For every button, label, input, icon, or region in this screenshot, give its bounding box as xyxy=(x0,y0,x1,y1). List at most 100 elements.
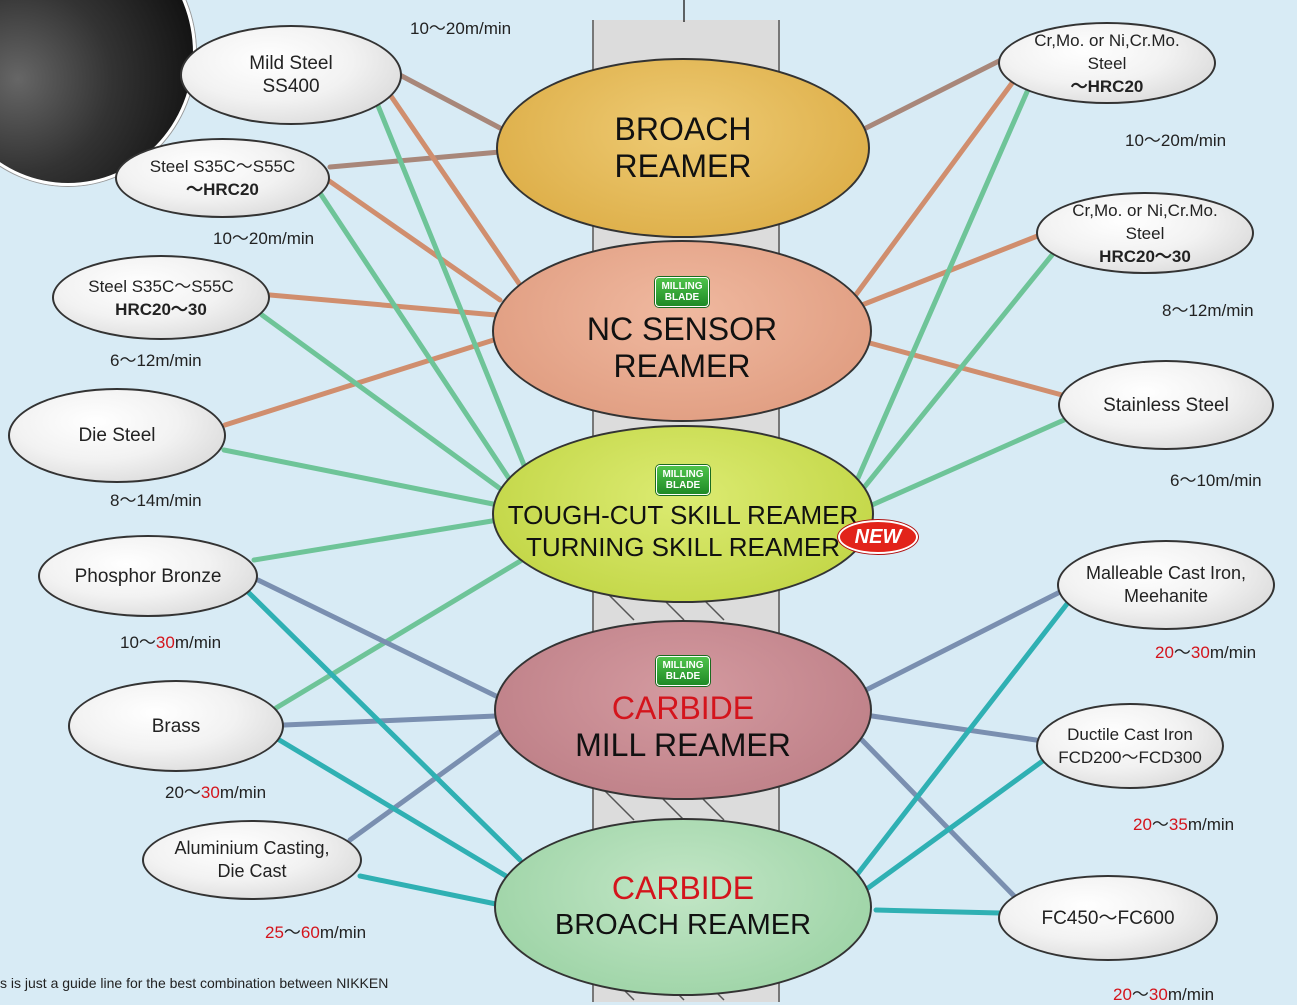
mat-text: Ductile Cast Iron xyxy=(1067,725,1193,744)
shaft-top-tick xyxy=(683,0,685,22)
line-stainless-tough xyxy=(869,417,1067,508)
line-ductile-mill xyxy=(869,713,1039,743)
badge-text-1: MILLING xyxy=(662,660,704,671)
line-crmob-tough xyxy=(859,252,1055,493)
speed-crmo-hrc20-30: 8〜12m/min xyxy=(1162,301,1254,320)
speed-part: 30 xyxy=(155,633,175,652)
tool-nc-l2: REAMER xyxy=(613,348,751,384)
mat-text: 〜HRC20 xyxy=(186,180,259,199)
line-fc450-mill xyxy=(859,737,1021,903)
tool-mill-l1: CARBIDE xyxy=(611,690,755,726)
line-s35ca-broach xyxy=(327,149,503,170)
tool-broach-l1: BROACH xyxy=(614,111,752,147)
speed-fc450: 20〜30m/min xyxy=(1113,980,1214,1005)
mat-text: Stainless Steel xyxy=(1103,394,1229,416)
line-s35cb-nc xyxy=(267,292,499,318)
mat-text: FCD200〜FCD300 xyxy=(1058,748,1202,767)
line-brass-mill xyxy=(281,713,499,728)
speed-part: m/min xyxy=(1167,985,1215,1004)
speed-steel-s35c-hrc20: 10〜20m/min xyxy=(213,229,315,248)
line-fc450-cbroach xyxy=(873,907,1003,916)
tool-tough-l2: TURNING SKILL REAMER xyxy=(526,532,840,562)
line-stainless-nc xyxy=(863,339,1065,398)
material-malleable-cast-iron: Malleable Cast Iron, Meehanite xyxy=(1057,540,1275,630)
speed-brass: 20〜30m/min xyxy=(165,778,266,803)
material-crmo-hrc20-30: Cr,Mo. or Ni,Cr.Mo. Steel HRC20〜30 xyxy=(1036,192,1254,274)
speed-crmo-hrc20: 10〜20m/min xyxy=(1125,131,1227,150)
line-brass-tough xyxy=(273,557,525,711)
badge-text-2: BLADE xyxy=(664,292,700,303)
speed-part: m/min xyxy=(319,923,367,942)
mat-text: Die Steel xyxy=(78,425,156,446)
line-mild-tough xyxy=(367,83,529,473)
mat-text: Cr,Mo. or Ni,Cr.Mo. xyxy=(1072,200,1218,220)
line-phos-cbroach xyxy=(245,589,523,863)
speed-part: 30 xyxy=(1190,643,1210,662)
material-stainless-steel: Stainless Steel xyxy=(1058,360,1274,450)
speed-part: 〜 xyxy=(1173,643,1191,662)
material-aluminium-casting: Aluminium Casting,Die Cast xyxy=(142,820,362,900)
material-fc450-fc600: FC450〜FC600 xyxy=(998,875,1218,961)
mat-text: Phosphor Bronze xyxy=(74,565,222,587)
speed-part: 10〜 xyxy=(120,633,156,652)
line-mild-nc xyxy=(377,77,523,288)
tool-broach-reamer: BROACH REAMER xyxy=(496,58,870,238)
mat-text: FC450〜FC600 xyxy=(1041,907,1175,929)
line-s35ca-tough xyxy=(315,187,513,483)
material-die-steel: Die Steel xyxy=(8,388,226,483)
mat-text: Mild Steel xyxy=(249,53,333,74)
speed-ductile: 20〜35m/min xyxy=(1133,810,1234,835)
line-malleable-cbroach xyxy=(853,597,1073,879)
mat-text: Cr,Mo. or Ni,Cr.Mo. xyxy=(1034,30,1180,50)
line-alu-cbroach xyxy=(357,873,499,907)
speed-part: 20〜 xyxy=(165,783,201,802)
mat-text: Brass xyxy=(151,715,201,737)
material-brass: Brass xyxy=(68,680,284,772)
speed-part: 60 xyxy=(300,923,320,942)
speed-stainless: 6〜10m/min xyxy=(1170,471,1262,490)
milling-blade-badge: MILLING BLADE xyxy=(655,277,709,307)
tool-tough-cut-reamer: MILLING BLADE TOUGH-CUT SKILL REAMER TUR… xyxy=(492,425,874,603)
speed-part: m/min xyxy=(1187,815,1235,834)
speed-aluminium: 25〜60m/min xyxy=(265,918,366,943)
mat-text: Steel xyxy=(1125,223,1165,243)
tool-cbroach-l1: CARBIDE xyxy=(611,870,755,906)
line-crmoa-broach xyxy=(863,55,1008,131)
line-s35cb-tough xyxy=(259,312,505,493)
speed-part: 20 xyxy=(1155,643,1174,662)
mat-text: Aluminium Casting, xyxy=(174,838,330,858)
line-phos-mill xyxy=(255,577,503,701)
speed-part: 20 xyxy=(1133,815,1152,834)
line-mild-broach xyxy=(395,71,503,131)
mat-text: Steel S35C〜S55C xyxy=(149,157,296,176)
tool-tough-l1: TOUGH-CUT SKILL REAMER xyxy=(507,500,859,530)
tool-nc-sensor-reamer: MILLING BLADE NC SENSOR REAMER xyxy=(492,240,872,422)
mat-text: HRC20〜30 xyxy=(1099,246,1191,266)
speed-phosphor-bronze: 10〜30m/min xyxy=(120,628,221,653)
speed-part: 〜 xyxy=(1131,985,1149,1004)
speed-mild-steel: 10〜20m/min xyxy=(410,19,512,38)
tool-cbroach-l2: BROACH REAMER xyxy=(554,909,812,941)
material-steel-s35c-hrc20: Steel S35C〜S55C 〜HRC20 xyxy=(115,138,330,218)
tool-nc-l1: NC SENSOR xyxy=(586,311,778,347)
mat-text: Meehanite xyxy=(1123,586,1209,606)
mat-text: Malleable Cast Iron, xyxy=(1085,563,1247,583)
line-s35ca-nc xyxy=(322,175,503,303)
line-die-tough xyxy=(221,447,501,508)
material-phosphor-bronze: Phosphor Bronze xyxy=(38,535,258,617)
tool-mill-l2: MILL REAMER xyxy=(575,727,791,763)
mat-text: Steel S35C〜S55C xyxy=(88,276,234,296)
speed-part: m/min xyxy=(219,783,267,802)
line-alu-mill xyxy=(347,727,505,843)
line-malleable-mill xyxy=(863,589,1063,693)
mat-text: Steel xyxy=(1087,53,1127,73)
speed-part: 〜 xyxy=(283,923,301,942)
material-crmo-hrc20: Cr,Mo. or Ni,Cr.Mo.Steel 〜HRC20 xyxy=(998,22,1216,104)
badge-text-1: MILLING xyxy=(661,281,703,292)
milling-blade-badge: MILLING BLADE xyxy=(656,656,710,686)
